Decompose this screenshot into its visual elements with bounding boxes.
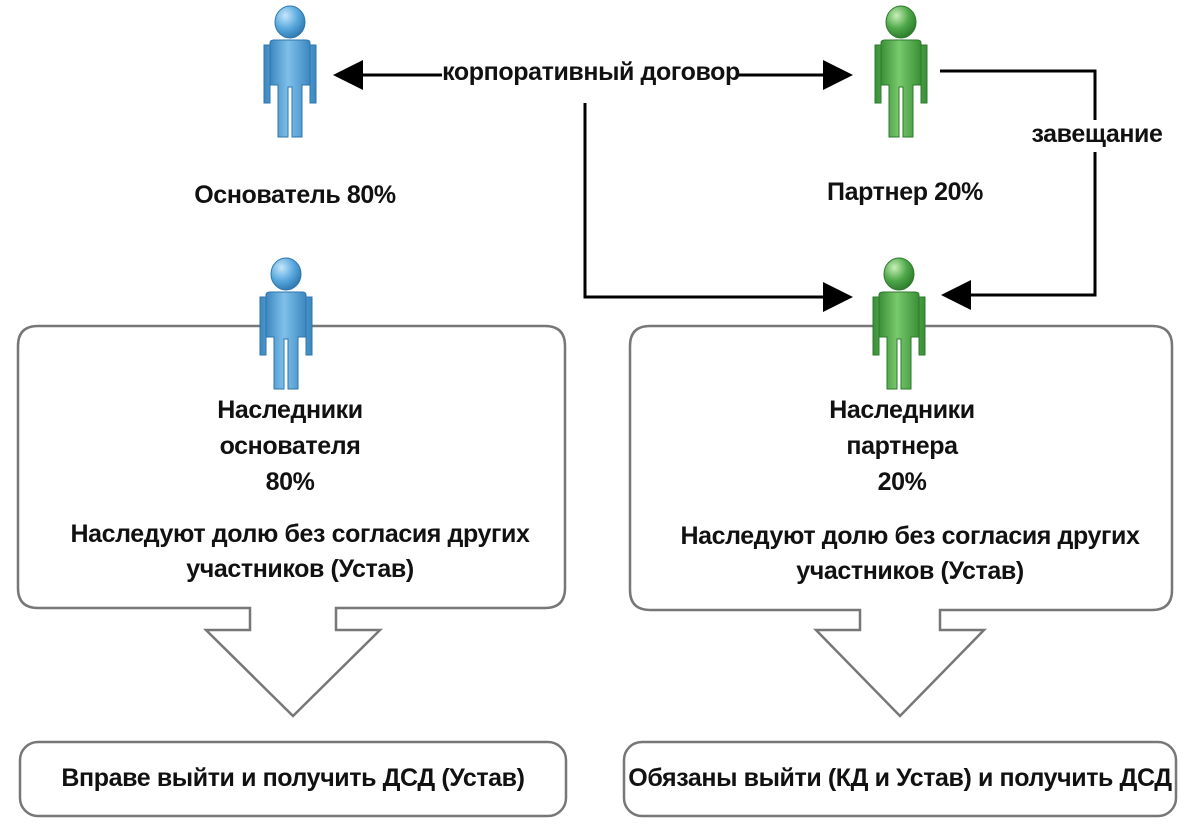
founder-heirs-share: 80% — [265, 468, 315, 496]
corporate-agreement-label: корпоративный договор — [442, 58, 740, 86]
founder-heirs-desc-line1: Наследуют долю без согласия других — [70, 520, 530, 548]
will-label: завещание — [1022, 120, 1172, 149]
partner-outcome-text: Обязаны выйти (КД и Устав) и получить ДС… — [628, 764, 1172, 792]
partner-heirs-desc-line1: Наследуют долю без согласия других — [680, 522, 1140, 550]
founder-outcome-box — [18, 740, 568, 818]
partner-heirs-share: 20% — [877, 468, 927, 496]
partner-heirs-title-line1: Наследники — [829, 396, 975, 424]
founder-heirs-title-line2: основателя — [219, 432, 361, 460]
partner-person-icon — [874, 5, 928, 138]
will-arrow-lower — [941, 152, 1097, 310]
partner-heirs-desc-line2: участников (Устав) — [796, 557, 1024, 585]
agreement-arrow-to-partner-heirs — [583, 103, 853, 312]
partner-heir-person-icon — [872, 257, 926, 390]
founder-heir-person-icon — [259, 257, 313, 390]
founder-label: Основатель 80% — [194, 181, 396, 209]
will-arrow — [940, 69, 1097, 120]
founder-heirs-title-line1: Наследники — [217, 396, 363, 424]
founder-heirs-desc-line2: участников (Устав) — [186, 555, 414, 583]
founder-heirs-box — [16, 324, 567, 718]
founder-outcome-text: Вправе выйти и получить ДСД (Устав) — [61, 764, 525, 792]
partner-heirs-title-line2: партнера — [846, 432, 958, 460]
partner-heirs-box — [628, 324, 1174, 718]
partner-label: Партнер 20% — [827, 178, 983, 206]
partner-outcome-box — [622, 740, 1178, 818]
founder-person-icon — [263, 5, 317, 138]
